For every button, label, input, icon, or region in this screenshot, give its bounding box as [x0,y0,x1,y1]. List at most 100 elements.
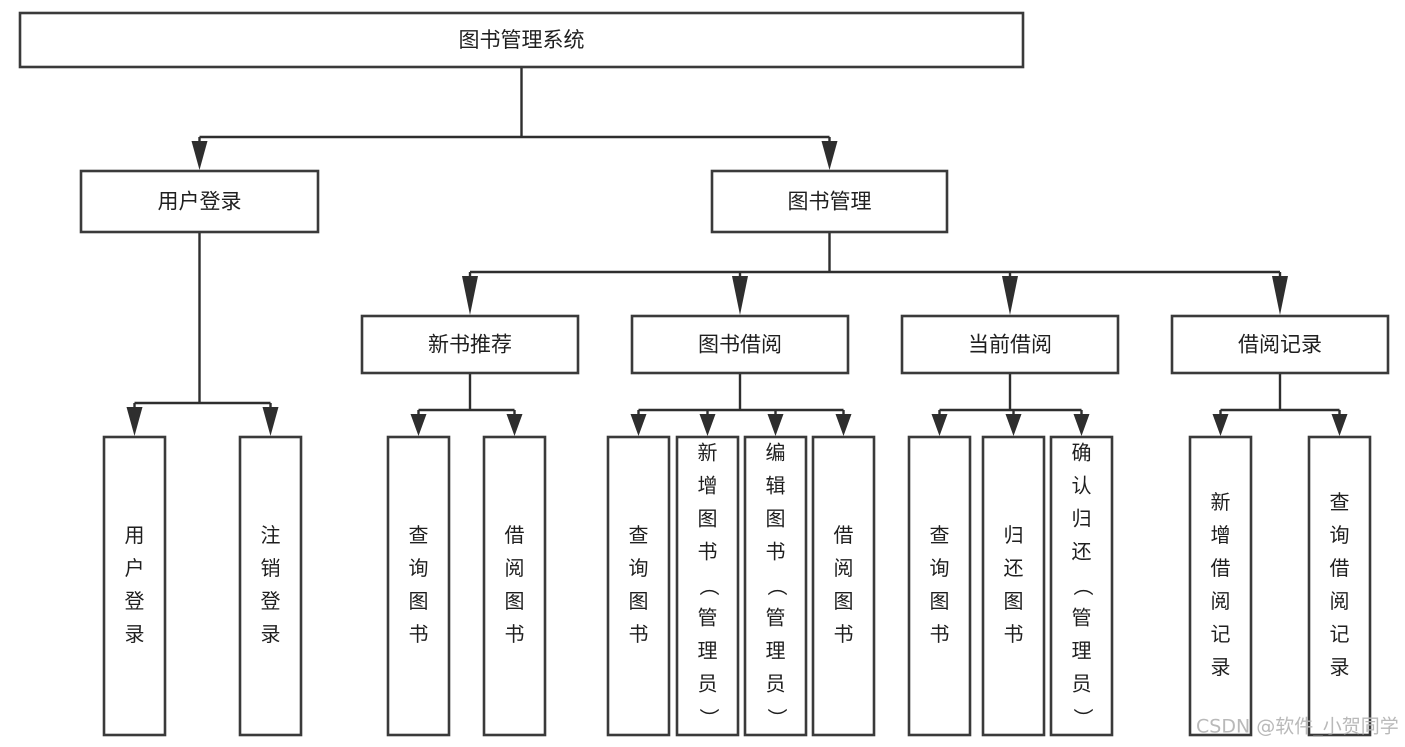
node-label-char: （ [697,576,721,596]
connector-arrow-icon [1002,276,1018,315]
node-borrow-record[interactable]: 借阅记录 [1170,314,1390,375]
node-book-borrow[interactable]: 图书借阅 [630,314,850,375]
node-label-char: 询 [629,556,649,580]
node-box [606,435,671,737]
node-label-char: 确 [1072,441,1092,465]
node-label-char: 查 [930,523,950,547]
node-layer: 图书管理系统用户登录图书管理新书推荐图书借阅当前借阅借阅记录用户登录注销登录查询… [18,11,1390,737]
connector-arrow-icon [506,414,523,436]
connector-arrow-icon [767,414,784,436]
node-label-char: 管 [1072,606,1092,630]
node-label-char: 图 [409,589,429,613]
node-box [675,435,740,737]
node-box [630,314,850,375]
connector-arrow-icon [262,407,279,436]
node-label-char: 记 [1211,622,1231,646]
node-label-char: 录 [125,622,145,646]
node-label-char: 阅 [834,556,854,580]
node-label-char: 查 [629,523,649,547]
node-box [710,169,949,234]
connector-arrow-icon [462,276,478,315]
node-label-char: 记 [1330,622,1350,646]
connector-layer [126,67,1348,436]
connector-arrow-icon [732,276,748,315]
node-label-char: 询 [930,556,950,580]
node-box [1049,435,1114,737]
node-label: 图书管理 [788,190,872,214]
node-label-char: （ [1071,576,1095,596]
node-label-char: 归 [1072,507,1092,531]
node-label-char: 阅 [1211,589,1231,613]
node-box [79,169,320,234]
node-label-char: 图 [766,507,786,531]
node-label-char: 借 [1330,556,1350,580]
connector-group-user-login [126,232,279,436]
node-label-char: 增 [698,474,718,498]
connector-group-current-borrow [931,373,1090,436]
node-label-char: 登 [125,589,145,613]
node-label-char: 询 [409,556,429,580]
node-label-char: 新 [698,441,718,465]
node-user-login[interactable]: 用户登录 [79,169,320,234]
node-label: 借阅记录 [1238,333,1322,357]
node-label-char: 图 [629,589,649,613]
csdn-watermark: CSDN @软件_小贺同学 [1196,716,1399,738]
node-label: 用户登录 [158,190,242,214]
connector-arrow-icon [630,414,647,436]
node-box [900,314,1120,375]
node-leaf-user-login[interactable]: 用户登录 [102,435,167,737]
node-label-char: 查 [1330,490,1350,514]
node-label-char: 归 [1004,523,1024,547]
node-label: 图书管理系统 [459,28,585,52]
node-label-char: 理 [698,639,718,663]
node-box [102,435,167,737]
connector-arrow-icon [1005,414,1022,436]
connector-arrow-icon [835,414,852,436]
node-label-char: 图 [698,507,718,531]
node-current-borrow[interactable]: 当前借阅 [900,314,1120,375]
node-label-char: 编 [766,441,786,465]
connector-arrow-icon [931,414,948,436]
node-label-char: 理 [766,639,786,663]
node-box [482,435,547,737]
node-root[interactable]: 图书管理系统 [18,11,1025,69]
node-label-char: 书 [834,622,854,646]
node-label: 新书推荐 [428,333,512,357]
node-new-book-recommend[interactable]: 新书推荐 [360,314,580,375]
node-box [743,435,808,737]
connector-arrow-icon [821,141,838,170]
connector-group-book-borrow [630,373,852,436]
node-label-char: ） [697,708,721,728]
node-label-char: （ [765,576,789,596]
node-label-char: 管 [766,606,786,630]
node-label-char: 录 [1330,655,1350,679]
connector-arrow-icon [1212,414,1229,436]
node-label-char: 书 [766,540,786,564]
node-label-char: 员 [1072,672,1092,696]
node-label: 图书借阅 [698,333,782,357]
node-box [1170,314,1390,375]
node-label-char: 理 [1072,639,1092,663]
node-label-char: 书 [1004,622,1024,646]
node-label-char: 登 [261,589,281,613]
connector-arrow-icon [410,414,427,436]
node-label-char: 还 [1004,556,1024,580]
node-label-char: 阅 [505,556,525,580]
node-label-char: 图 [505,589,525,613]
node-label-char: 借 [505,523,525,547]
node-book-manage[interactable]: 图书管理 [710,169,949,234]
node-label-char: 书 [629,622,649,646]
node-label-char: 录 [1211,655,1231,679]
